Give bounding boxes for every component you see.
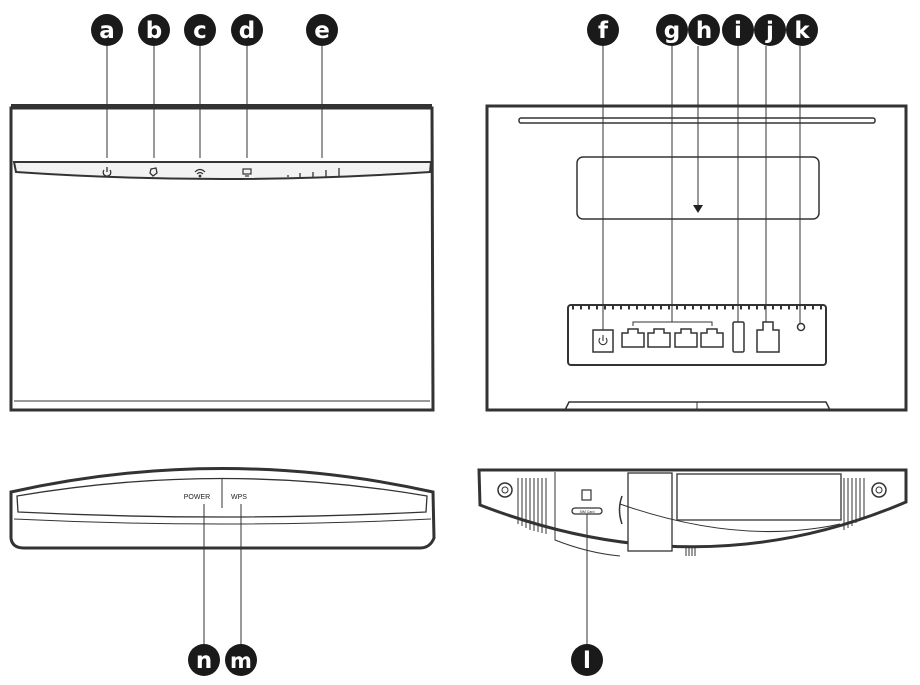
nameplate	[676, 473, 842, 521]
front-view	[9, 46, 435, 412]
label-block	[627, 472, 673, 552]
svg-text:c: c	[193, 18, 207, 44]
callout-l: l	[571, 644, 603, 676]
reset-button	[796, 322, 806, 332]
network-led-icon	[149, 167, 158, 177]
lan-led-icon	[242, 168, 252, 177]
callout-i: i	[722, 14, 754, 46]
bottom-view: SIM Card	[477, 468, 908, 645]
right-screw-hole-inner	[875, 486, 883, 494]
svg-text:e: e	[314, 18, 330, 44]
callout-k: k	[786, 14, 818, 46]
callout-d: d	[231, 14, 263, 46]
label-arrow-icon	[693, 205, 703, 213]
svg-text:a: a	[99, 18, 115, 44]
callout-m: m	[225, 644, 257, 676]
callout-n: n	[188, 644, 220, 676]
callout-f: f	[587, 14, 619, 46]
top-leader-lines	[203, 504, 242, 645]
svg-text:m: m	[230, 649, 252, 673]
right-vent-grille	[843, 478, 865, 530]
sim-card-icon	[581, 489, 592, 501]
lan-port-1	[621, 328, 645, 348]
sim-bay-outline	[554, 472, 621, 557]
svg-text:k: k	[794, 18, 810, 44]
power-button-label: POWER	[184, 494, 210, 501]
lan-port-3	[674, 328, 698, 348]
usb-port	[732, 321, 745, 353]
bottom-inner-curve	[619, 503, 841, 532]
left-vent-grille	[517, 478, 547, 534]
side-notch	[618, 495, 623, 525]
back-view	[485, 46, 908, 412]
top-view: POWER WPS	[9, 467, 436, 645]
lan-ports	[621, 328, 724, 348]
wifi-led-icon	[194, 168, 206, 178]
callout-e: e	[306, 14, 338, 46]
callout-g: g	[656, 14, 688, 46]
sim-slot-label: SIM Card	[580, 510, 595, 514]
callouts: a b c d e f g h	[91, 14, 818, 676]
callout-h: h	[688, 14, 720, 46]
callout-a: a	[91, 14, 123, 46]
svg-text:d: d	[239, 18, 255, 44]
svg-text:i: i	[734, 18, 742, 44]
callout-c: c	[184, 14, 216, 46]
back-leader-lines	[602, 46, 801, 330]
signal-strength-led-icon	[287, 168, 340, 177]
wps-button-label: WPS	[231, 494, 247, 501]
svg-text:f: f	[598, 18, 609, 44]
callout-b: b	[138, 14, 170, 46]
front-body	[9, 106, 435, 412]
svg-text:l: l	[583, 648, 591, 674]
back-vent-slot	[518, 117, 876, 124]
lan-port-4	[700, 328, 724, 348]
svg-text:h: h	[696, 18, 712, 44]
telephone-port	[756, 321, 780, 353]
svg-text:n: n	[196, 648, 212, 674]
front-leader-lines	[106, 46, 323, 158]
power-switch-icon	[598, 335, 608, 346]
left-screw-hole-inner	[501, 486, 509, 494]
svg-text:j: j	[765, 18, 774, 44]
lan-port-2	[647, 328, 671, 348]
power-led-icon	[102, 167, 112, 177]
callout-j: j	[754, 14, 786, 46]
svg-text:b: b	[146, 18, 162, 44]
bottom-grip-marks	[685, 548, 696, 556]
top-lower-edge	[13, 518, 432, 525]
svg-text:g: g	[664, 18, 680, 44]
front-led-strip	[12, 161, 433, 180]
